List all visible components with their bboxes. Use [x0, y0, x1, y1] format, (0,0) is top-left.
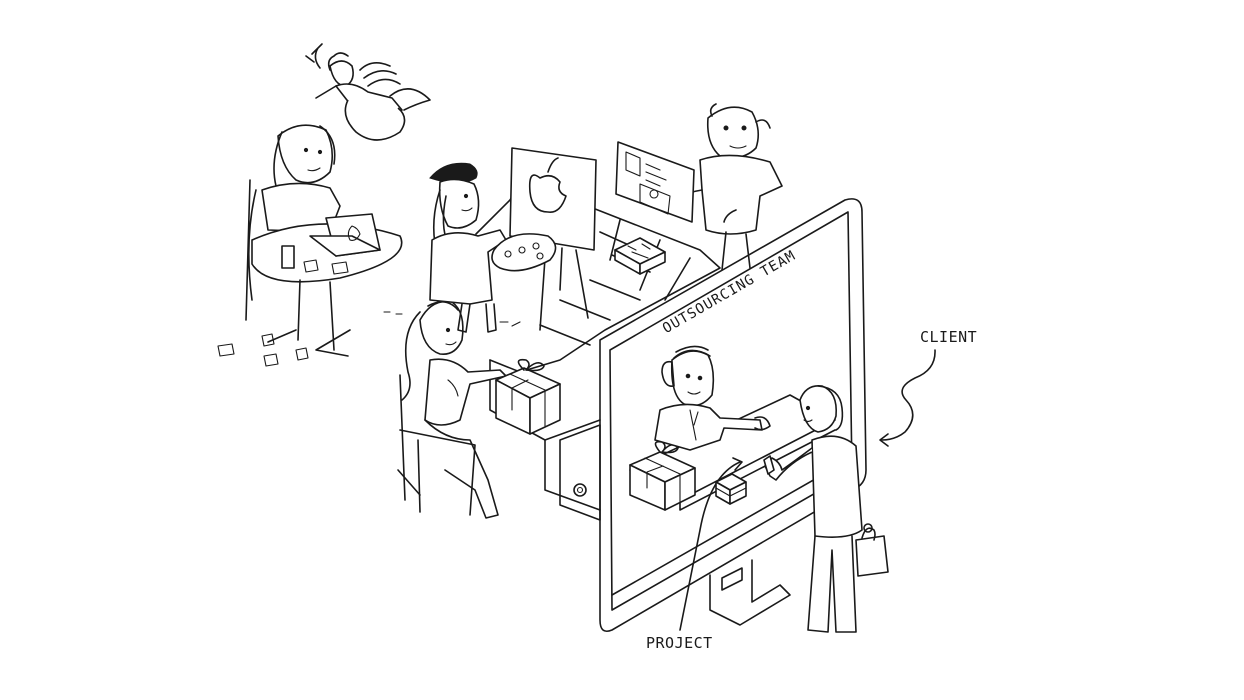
gift-box-table: [495, 358, 561, 435]
client-figure: [763, 384, 889, 633]
scattered-papers: [217, 311, 521, 367]
laptop-worker: [245, 124, 403, 357]
blueprint-board: [615, 141, 695, 223]
product-box: [614, 237, 666, 275]
client-arrow: [879, 349, 936, 447]
client-label: CLIENT: [920, 328, 978, 346]
engineer: [679, 103, 783, 271]
paint-palette: [491, 233, 557, 272]
cupid: [305, 43, 431, 141]
painter: [429, 162, 519, 333]
gift-box-screen: [629, 440, 696, 511]
easel: [509, 147, 597, 331]
project-arrow: [679, 457, 743, 631]
support-agent: [654, 345, 771, 451]
gift-packer: [397, 300, 507, 519]
project-label: PROJECT: [646, 634, 713, 652]
project-stack: [715, 473, 747, 505]
